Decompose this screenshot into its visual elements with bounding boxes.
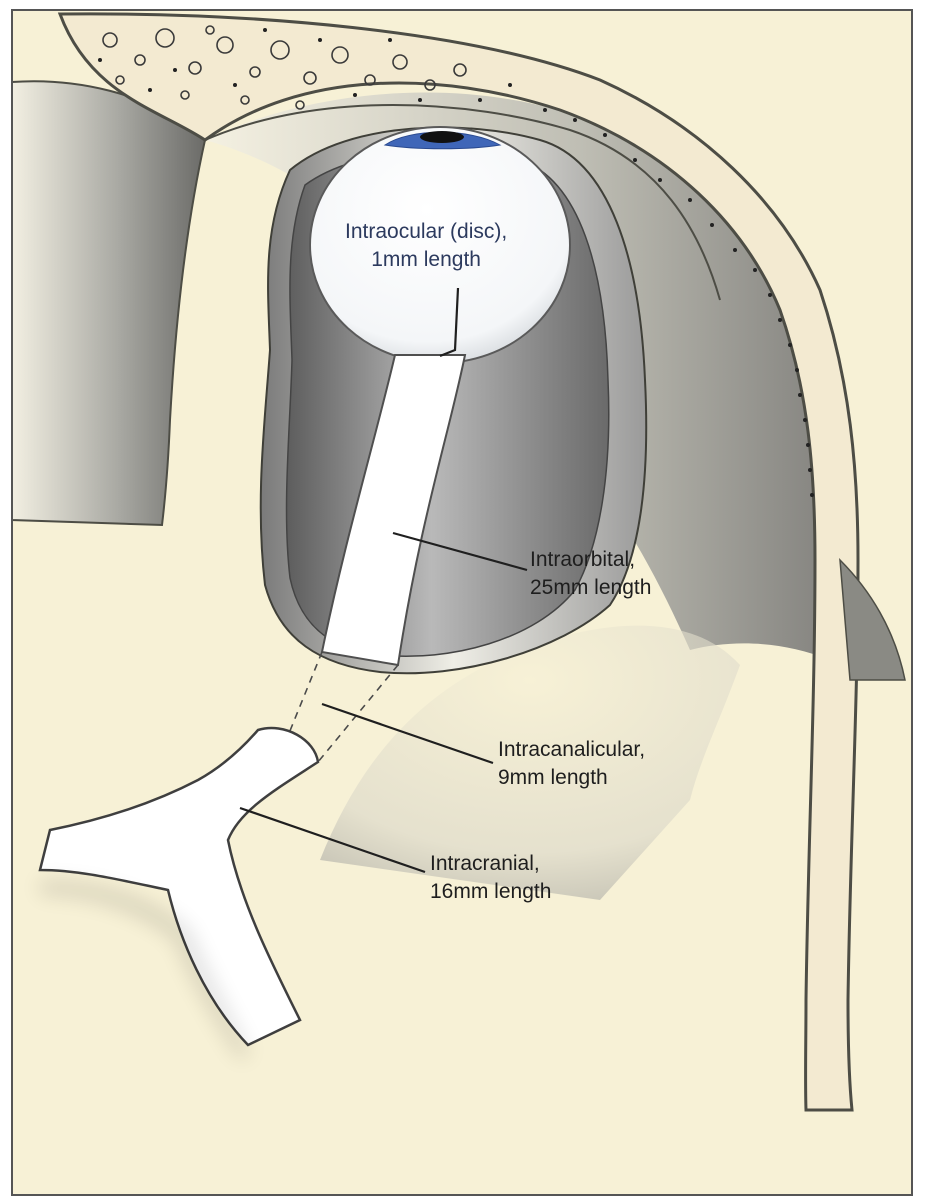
label-intraocular-line1: Intraocular (disc), [345,220,508,243]
label-intracanalicular-line1: Intracanalicular, [498,738,646,761]
skull-bone [57,12,860,1112]
label-intraorbital-line1: Intraorbital, [530,548,636,571]
leader-intracanalicular [321,702,494,765]
cranial-fossa [320,625,740,900]
label-intraorbital: Intraorbital, 25mm length [530,546,651,602]
label-intracanalicular-line2: 9mm length [498,766,608,789]
label-intracranial: Intracranial, 16mm length [430,850,551,906]
figure-frame [11,9,913,1196]
bone-dots [98,28,814,497]
leader-lines [239,287,528,874]
pupil [420,131,464,143]
temporal-shadow [839,558,906,681]
label-intraocular-line2: 1mm length [371,248,481,271]
leader-intraorbital [392,531,528,572]
lateral-orbit-wall [11,80,207,527]
orbital-roof-line [204,104,721,301]
label-intracranial-line2: 16mm length [430,880,552,903]
label-intraocular: Intraocular (disc), 1mm length [345,218,507,274]
bone-pores [102,25,467,110]
leader-intraocular [439,287,460,358]
label-intracranial-line1: Intracranial, [430,852,540,875]
chiasm-shadow [40,880,250,1060]
optic-canal-dashes [269,651,399,781]
label-intraorbital-line2: 25mm length [530,576,652,599]
label-intracanalicular: Intracanalicular, 9mm length [498,736,645,792]
leader-intracranial [239,806,426,874]
